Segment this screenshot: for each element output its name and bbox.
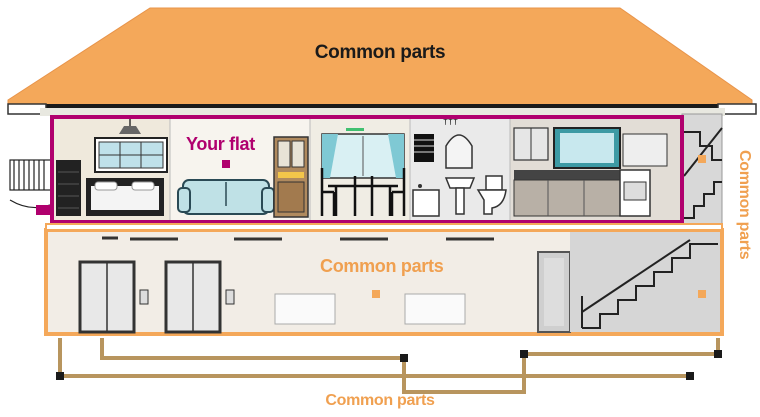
lower-floor-label: Common parts — [320, 256, 443, 277]
kitchen-cabinets — [514, 128, 548, 160]
flat-marker — [222, 160, 230, 168]
curtained-window-icon — [322, 128, 404, 178]
radiator-icon — [414, 134, 434, 162]
side-marker — [698, 155, 706, 163]
tv-icon — [554, 128, 620, 168]
window-icon — [95, 138, 167, 172]
kitchen-counter-icon — [514, 170, 620, 216]
stair-marker — [698, 290, 706, 298]
chest-of-drawers-icon — [56, 160, 81, 216]
bottom-label: Common parts — [0, 392, 760, 410]
balcony-icon — [10, 160, 52, 208]
floor-band — [46, 224, 722, 230]
side-label: Common parts — [735, 150, 753, 259]
roof-underside — [40, 108, 725, 116]
foundations — [60, 338, 718, 392]
bed-icon — [86, 178, 164, 216]
door-icon — [538, 252, 570, 332]
flat-label: Your flat — [186, 134, 255, 155]
cooker-icon — [620, 170, 650, 216]
lower-marker — [372, 290, 380, 298]
cabinet-icon — [274, 137, 308, 217]
roof-label: Common parts — [0, 42, 760, 64]
stairwell-lower — [570, 232, 720, 332]
kitchen-shelf — [623, 134, 667, 166]
sofa-icon — [178, 180, 274, 214]
